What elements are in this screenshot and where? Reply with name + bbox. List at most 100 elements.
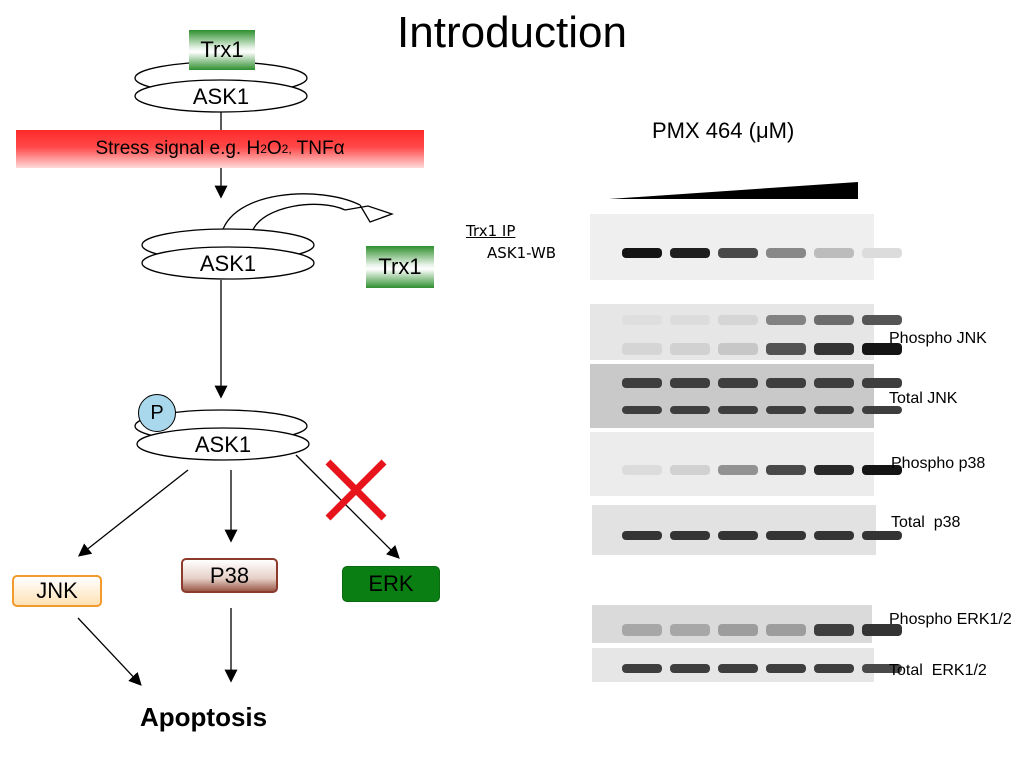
release-curve-outer	[251, 203, 346, 233]
arrow-to-jnk	[77, 469, 189, 557]
mu-symbol: μ	[755, 118, 769, 143]
trx1-box-bound: Trx1	[189, 30, 255, 70]
stress-sub-1: 2	[260, 142, 267, 156]
blot-band-upper	[718, 315, 758, 325]
blot-band-upper	[670, 406, 710, 414]
ask1-label-2: ASK1	[199, 251, 257, 276]
blot-band	[766, 343, 806, 355]
ip-label: Trx1 IP	[466, 222, 516, 240]
blot-band	[862, 531, 902, 540]
row-label-phospho-jnk: Phospho JNK	[889, 330, 987, 347]
release-curve-inner	[220, 193, 361, 237]
blot-band	[622, 343, 662, 355]
blot-band-upper	[622, 315, 662, 325]
blot-band	[814, 343, 854, 355]
blot-band	[670, 248, 710, 258]
pmx-prefix: PMX 464 (	[652, 118, 756, 143]
p38-box: P38	[181, 558, 278, 593]
blot-band	[862, 248, 902, 258]
blot-band	[766, 378, 806, 388]
blot-band	[622, 248, 662, 258]
arrow-jnk-to-apoptosis	[77, 617, 142, 686]
blot-band	[766, 465, 806, 475]
blot-band	[718, 343, 758, 355]
stress-text-prefix: Stress signal e.g. H	[95, 138, 261, 159]
blot-band	[718, 664, 758, 673]
blot-band-upper	[814, 406, 854, 414]
blot-band	[718, 624, 758, 636]
jnk-box: JNK	[12, 575, 102, 607]
apoptosis-label: Apoptosis	[140, 702, 268, 732]
arrow-to-erk	[295, 454, 400, 559]
blot-band	[766, 248, 806, 258]
blot-band	[814, 378, 854, 388]
trx1-box-released: Trx1	[366, 246, 434, 288]
blot-band	[862, 664, 902, 673]
ask1-ellipse-front-2	[141, 246, 315, 280]
wb-label: ASK1-WB	[487, 244, 557, 262]
ask1-label-3: ASK1	[194, 432, 252, 457]
blot-band-upper	[670, 315, 710, 325]
blot-band-upper	[622, 406, 662, 414]
phosphate-circle: P	[138, 394, 176, 432]
blot-band	[670, 531, 710, 540]
blot-band	[718, 531, 758, 540]
pmx-suffix: M)	[768, 118, 795, 143]
block-x-line-2	[325, 459, 387, 521]
stress-o: O	[266, 138, 282, 159]
blot-band	[622, 531, 662, 540]
blot-band	[862, 465, 902, 475]
blot-band	[622, 624, 662, 636]
blot-band	[814, 624, 854, 636]
blot-band	[814, 248, 854, 258]
row-label-total-jnk: Total JNK	[889, 390, 958, 407]
page-title: Introduction	[397, 8, 627, 57]
erk-box: ERK	[342, 566, 440, 602]
blot-band	[766, 664, 806, 673]
stress-sub-2: 2,	[281, 142, 292, 156]
blot-band	[622, 378, 662, 388]
blot-band	[862, 343, 902, 355]
ask1-label-1: ASK1	[192, 84, 250, 109]
blot-band	[862, 624, 902, 636]
blot-panel	[590, 214, 874, 280]
blot-band-upper	[766, 406, 806, 414]
alpha-symbol: α	[333, 138, 345, 159]
blot-panel	[590, 432, 874, 496]
blot-band	[814, 531, 854, 540]
blot-band-upper	[718, 406, 758, 414]
blot-band-upper	[814, 315, 854, 325]
blot-band	[766, 624, 806, 636]
blot-band	[862, 378, 902, 388]
pmx-dose-label: PMX 464 (μM)	[652, 118, 794, 144]
blot-band	[622, 664, 662, 673]
row-label-total-erk: Total ERK1/2	[889, 662, 987, 679]
stress-text-suffix: TNF	[291, 138, 334, 159]
blot-band	[670, 378, 710, 388]
blot-band	[670, 465, 710, 475]
blot-band-upper	[766, 315, 806, 325]
blot-band	[622, 465, 662, 475]
blot-band	[670, 664, 710, 673]
row-label-phospho-p38: Phospho p38	[891, 455, 986, 472]
ask1-ellipse-front-3	[136, 427, 310, 461]
blot-panel	[592, 505, 876, 555]
concentration-wedge	[609, 182, 858, 199]
row-label-total-p38: Total p38	[891, 514, 961, 531]
blot-band	[814, 664, 854, 673]
blot-panel	[590, 364, 874, 428]
row-label-phospho-erk: Phospho ERK1/2	[889, 611, 1012, 628]
release-arrow-head	[344, 204, 394, 223]
blot-band-upper	[862, 406, 902, 414]
blot-band	[670, 343, 710, 355]
blot-band	[718, 248, 758, 258]
blot-band-upper	[862, 315, 902, 325]
blot-band	[766, 531, 806, 540]
blot-band	[814, 465, 854, 475]
blot-band	[718, 465, 758, 475]
blot-band	[670, 624, 710, 636]
